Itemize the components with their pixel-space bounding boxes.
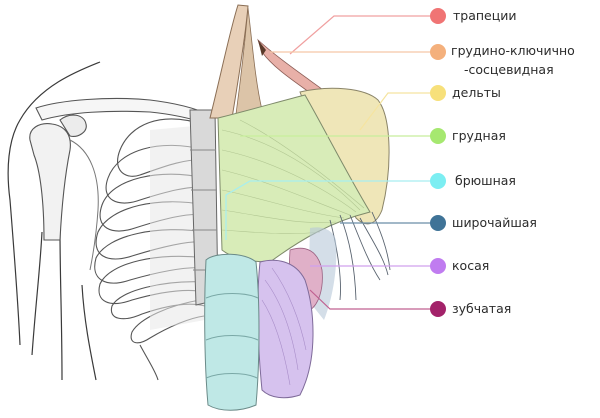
legend-label-oblique: косая bbox=[452, 258, 490, 273]
legend-dot-latissimus bbox=[430, 215, 446, 231]
leader-lines bbox=[225, 15, 436, 310]
legend-label-latissimus: широчайшая bbox=[452, 215, 537, 230]
humerus bbox=[29, 114, 87, 241]
legend-dot-oblique bbox=[430, 258, 446, 274]
legend-dot-deltoid bbox=[430, 85, 446, 101]
legend-dot-abdominal bbox=[430, 173, 446, 189]
legend-dot-serratus bbox=[430, 301, 446, 317]
legend-label-sternocleidomastoid-line2: -сосцевидная bbox=[464, 62, 554, 77]
oblique-muscle bbox=[257, 259, 314, 399]
pectoralis-muscle bbox=[217, 94, 371, 263]
rectus-abdominis-muscle bbox=[204, 253, 260, 411]
legend-label-serratus: зубчатая bbox=[452, 301, 512, 316]
legend-label-pectoralis: грудная bbox=[452, 128, 506, 143]
legend-label-sternocleidomastoid: грудино-ключично bbox=[451, 43, 575, 58]
latissimus-muscle bbox=[329, 211, 391, 301]
legend-dot-sternocleidomastoid bbox=[430, 44, 446, 60]
legend-dot-trapezius bbox=[430, 8, 446, 24]
legend-label-trapezius: трапеции bbox=[453, 8, 517, 23]
legend-label-abdominal: брюшная bbox=[455, 173, 516, 188]
scapula bbox=[69, 139, 99, 271]
legend-label-deltoid: дельты bbox=[452, 85, 501, 100]
body-outline bbox=[7, 61, 101, 381]
rib-shading bbox=[150, 125, 205, 330]
legend-dot-pectoralis bbox=[430, 128, 446, 144]
